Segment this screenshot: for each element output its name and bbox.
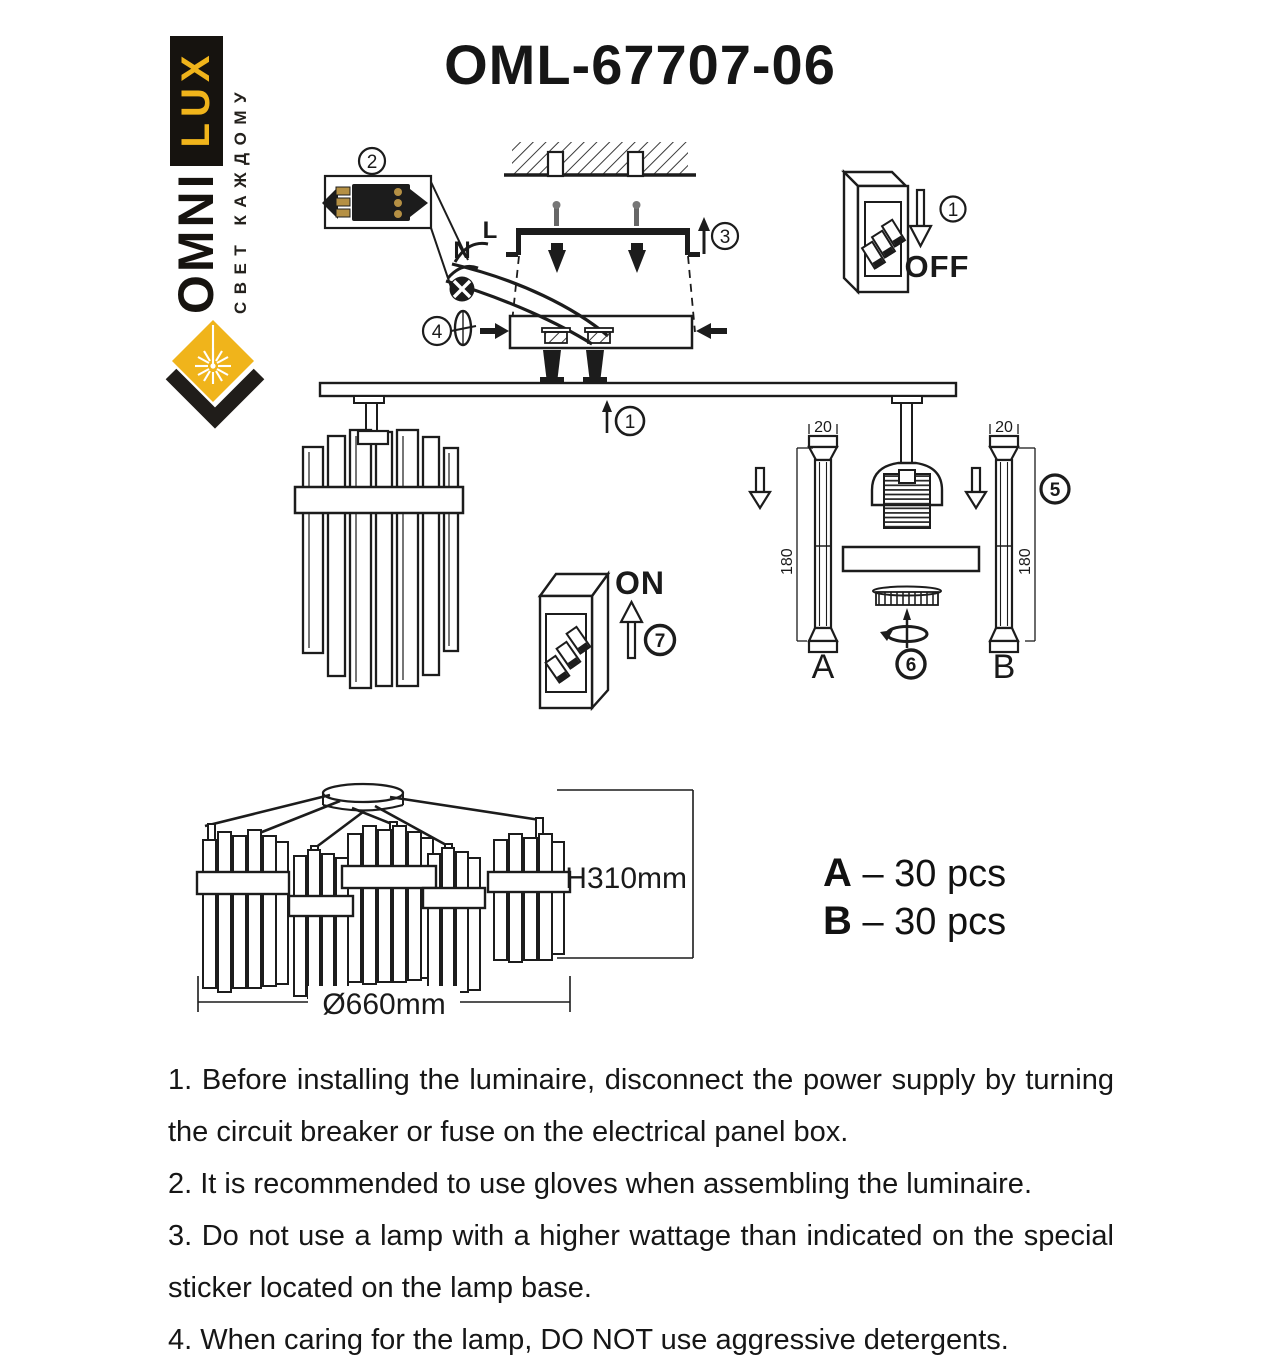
ceiling-hatch [504,142,696,178]
left-crystal-shade [293,428,465,690]
terminal-connector-callout: 2 [322,146,469,291]
step-1-number-bar: 1 [625,412,636,433]
step-1-number: 1 [948,200,959,221]
product-drawing [195,782,572,999]
part-b-length-dim: 180 [1017,548,1034,575]
height-dimension: H310mm [557,789,694,959]
breaker-switches-icon [544,625,592,684]
down-arrow-icon [970,466,982,494]
part-a-count: A – 30 pcs [823,850,1006,898]
instruction-4: 4. When caring for the lamp, DO NOT use … [168,1324,1009,1356]
crystal-ring-band [841,545,981,573]
power-off-panel: 1 OFF [841,169,970,295]
step-6-number: 6 [906,655,917,676]
parts-count-block: A – 30 pcs B – 30 pcs [823,850,1006,946]
instruction-1: 1. Before installing the luminaire, disc… [168,1064,1114,1148]
part-a-label: A [812,648,835,686]
brand-diamond-icon [165,320,265,429]
sunburst-icon [195,325,231,384]
step6-rotate-callout: 6 [880,608,929,680]
part-a-count-label: A [823,851,852,895]
step4-callout: 4 [421,309,509,347]
wire-neutral-label: N [453,237,470,264]
part-a-length-dim: 180 [779,548,796,575]
part-a-width-dim: 20 [814,419,832,436]
off-label: OFF [905,249,970,284]
part-a-count-qty: – 30 pcs [862,853,1007,895]
diameter-dimension: Ø660mm [197,976,571,1021]
part-b-crystal: 20 180 5 B [964,419,1071,686]
instruction-3: 3. Do not use a lamp with a higher watta… [168,1220,1114,1304]
threaded-ring [872,585,942,606]
sunburst-center [210,363,216,369]
instruction-2: 2. It is recommended to use gloves when … [168,1168,1032,1200]
step-2-number: 2 [367,152,378,173]
step-5-number: 5 [1050,480,1061,501]
suspension-bar: 1 [318,381,958,464]
on-label: ON [615,565,665,601]
part-b-count-label: B [823,899,852,943]
step3-callout: 3 [698,217,740,254]
part-b-label: B [993,648,1016,686]
part-a-crystal: 20 180 A [748,419,839,686]
part-b-count: B – 30 pcs [823,898,1006,946]
breaker-switches-icon [860,218,907,270]
step-7-number: 7 [655,631,666,652]
power-on-panel: ON 7 [537,565,677,712]
plate-studs [540,327,614,383]
height-dim-label: H310mm [565,862,687,895]
assembly-diagram: 2 3 [195,142,1071,1021]
diameter-dim-label: Ø660mm [322,988,445,1021]
screw-head-icon [449,276,475,302]
chevron-shape [165,368,265,429]
up-arrow-icon [626,618,637,660]
lamp-socket [870,461,944,529]
part-b-width-dim: 20 [995,419,1013,436]
part-b-count-qty: – 30 pcs [862,901,1007,943]
page-title: OML-67707-06 [444,33,836,96]
down-arrow-icon [915,188,926,228]
chandelier-arms [204,793,541,850]
instructions-block: 1. Before installing the luminaire, disc… [168,1054,1114,1366]
wire-live-label: L [483,217,498,244]
step-3-number: 3 [720,227,731,248]
step-4-number: 4 [432,322,443,343]
down-arrow-icon [754,466,766,494]
